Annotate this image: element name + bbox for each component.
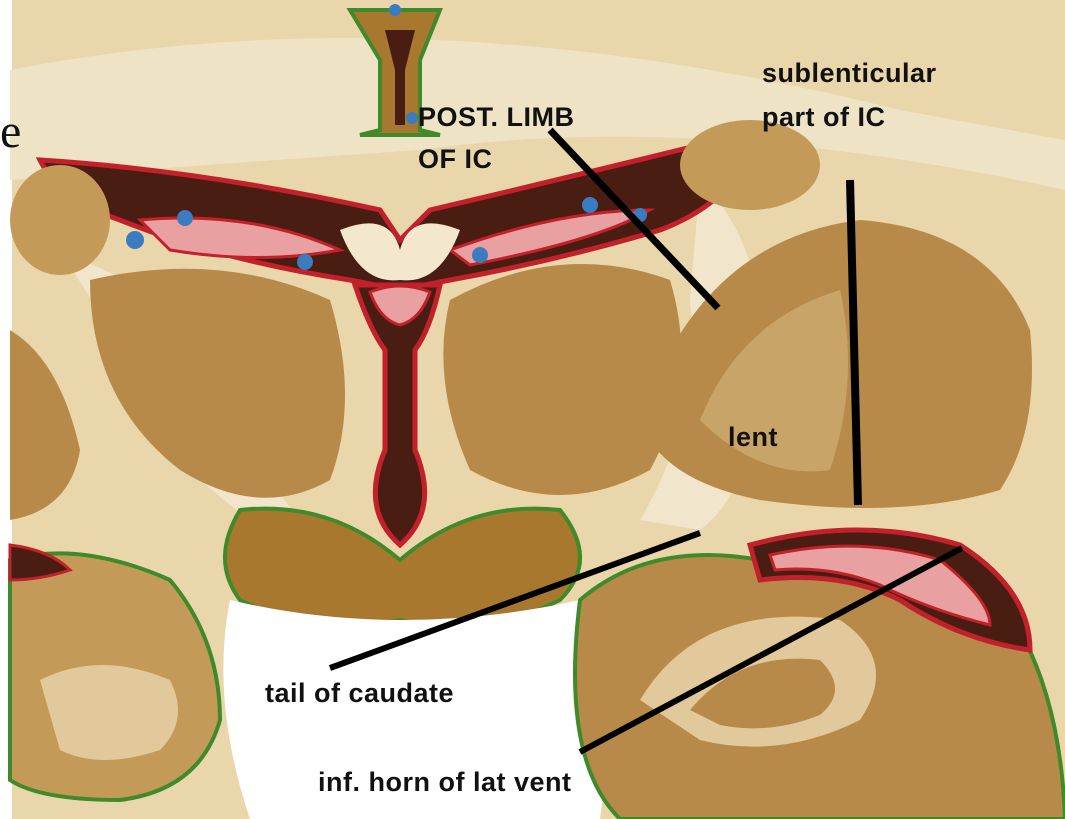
vessel [406,112,418,124]
label-inf-horn: inf. horn of lat vent [318,765,572,799]
thalamus-right [443,264,681,495]
label-sublenticular-line2: part of IC [762,100,886,134]
temporal-sulcus-left [40,665,178,760]
label-tail-of-caudate: tail of caudate [265,676,454,710]
label-lent: lent [728,420,778,454]
stray-letter: e [0,108,21,156]
vessel [582,197,598,213]
vessel [472,247,488,263]
vessel [389,4,401,16]
vessel [177,210,193,226]
vessel [126,231,144,249]
vessel [297,254,313,270]
label-sublenticular-line1: sublenticular [762,56,937,90]
label-post-limb-line1: POST. LIMB [418,100,575,134]
caudate-head-left [10,165,110,275]
label-post-limb-line2: OF IC [418,142,493,176]
